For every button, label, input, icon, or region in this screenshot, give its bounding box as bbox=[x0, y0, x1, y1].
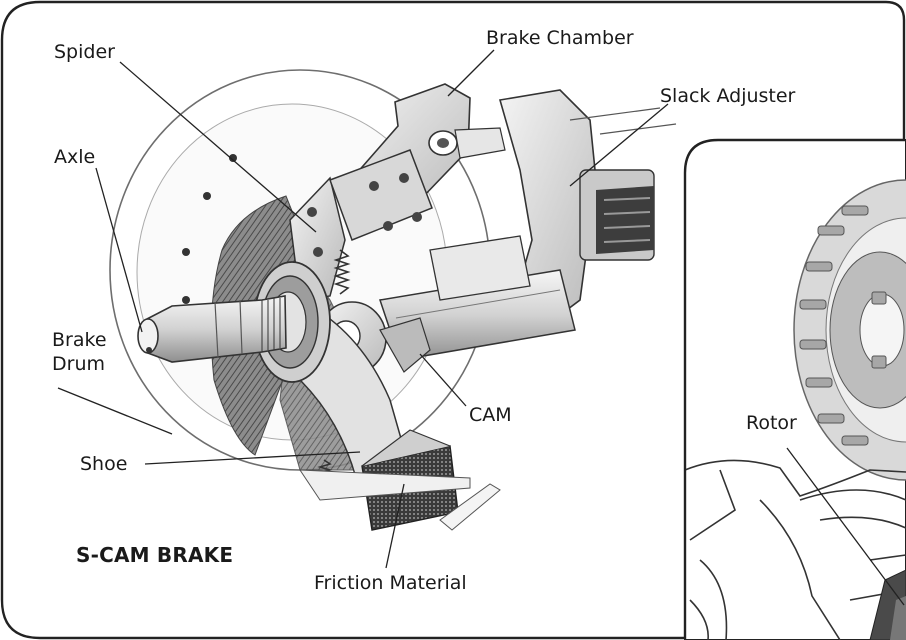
brake-assembly bbox=[109, 69, 677, 531]
label-shoe: Shoe bbox=[80, 453, 128, 475]
leader-brake-drum bbox=[57, 387, 173, 435]
leader-slack-adjuster bbox=[569, 103, 669, 187]
leader-lines bbox=[57, 49, 905, 606]
leader-brake-chamber bbox=[447, 49, 495, 97]
leader-rotor bbox=[786, 447, 905, 606]
label-cam: CAM bbox=[469, 404, 512, 426]
label-rotor: Rotor bbox=[746, 412, 797, 434]
leader-spider bbox=[119, 61, 317, 233]
inset-disc-brake-panel bbox=[684, 139, 906, 640]
label-slack-adjuster: Slack Adjuster bbox=[660, 85, 796, 107]
label-brake-chamber: Brake Chamber bbox=[486, 27, 634, 49]
leader-cam bbox=[419, 353, 467, 407]
diagram-title: S-CAM BRAKE bbox=[76, 543, 234, 567]
label-brake-drum-line1: Brake bbox=[52, 329, 107, 351]
label-axle: Axle bbox=[54, 146, 96, 168]
label-friction-material: Friction Material bbox=[314, 572, 467, 594]
label-brake-drum-line2: Drum bbox=[52, 353, 105, 375]
label-spider: Spider bbox=[54, 41, 115, 63]
leader-friction-material bbox=[385, 483, 405, 569]
leader-shoe bbox=[144, 451, 361, 465]
leader-axle bbox=[95, 167, 143, 333]
